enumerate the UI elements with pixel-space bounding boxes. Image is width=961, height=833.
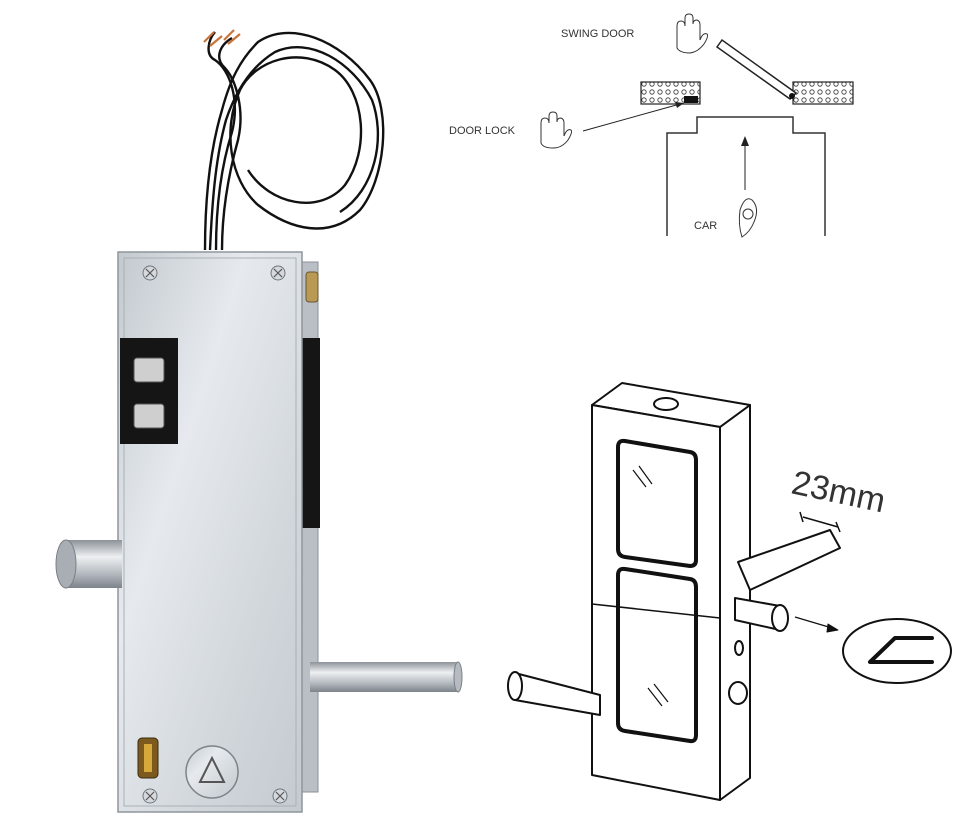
section-arrow-head: [826, 623, 839, 633]
label-door-lock: DOOR LOCK: [449, 125, 516, 137]
label-car: CAR: [694, 220, 717, 232]
car-direction-arrow-head: [741, 136, 749, 146]
lock-bolt: [310, 661, 463, 693]
side-black-strip: [302, 338, 320, 528]
dimension-label: 23mm: [788, 464, 888, 521]
front-divider: [591, 603, 721, 619]
key-cylinder: [185, 745, 239, 799]
section-callout-oval: [842, 618, 952, 684]
top-screw-stud: [305, 271, 319, 303]
lock-body-inner-edge: [123, 257, 297, 807]
door-lock-mark: [684, 96, 698, 103]
glass-panel-lower: [616, 566, 698, 744]
swing-door-diagram: SWING DOOR DOOR LOCK CAR: [449, 13, 854, 238]
right-lever-end: [771, 604, 789, 632]
dimension-line: [802, 516, 839, 528]
lock-body-plate: [117, 251, 303, 813]
left-lever-end: [507, 671, 523, 701]
wire: [203, 31, 385, 251]
left-lever-shaft: [514, 672, 601, 716]
door-hinge: [789, 93, 795, 99]
glass-glare-lower: [647, 683, 669, 707]
dimension-tick-left: [799, 511, 804, 523]
hand-icon-swing-door: [676, 13, 709, 54]
screw-bottom-left: [142, 788, 158, 804]
wire-copper-ends: [203, 29, 241, 47]
lock-photo: [55, 29, 463, 813]
side-key-knob: [728, 681, 748, 705]
swing-door-leaf: [715, 38, 798, 100]
switch-block: [120, 338, 178, 444]
lever-lock-drawing: [507, 382, 952, 801]
car-outline: [666, 116, 826, 236]
lever-profile-shape: [868, 636, 934, 664]
dimension-tick-right: [835, 521, 841, 533]
brass-slot: [137, 737, 159, 779]
screw-top-left: [142, 265, 158, 281]
label-swing-door: SWING DOOR: [561, 28, 634, 40]
section-arrow: [794, 616, 833, 629]
door-lock-pointer: [582, 103, 681, 132]
screw-top-right: [270, 265, 286, 281]
top-screw: [653, 397, 679, 411]
screw-bottom-right: [272, 788, 288, 804]
car-icon: [738, 198, 758, 238]
glass-glare-upper: [632, 465, 653, 488]
wall-right: [792, 81, 854, 105]
door-lock-pointer-head: [675, 102, 684, 108]
hand-icon-door-lock: [540, 111, 573, 149]
side-keyhole: [734, 640, 744, 656]
cylinder-pin: [55, 539, 122, 589]
right-lever-handle: [737, 529, 841, 591]
glass-panel-upper: [616, 438, 698, 568]
